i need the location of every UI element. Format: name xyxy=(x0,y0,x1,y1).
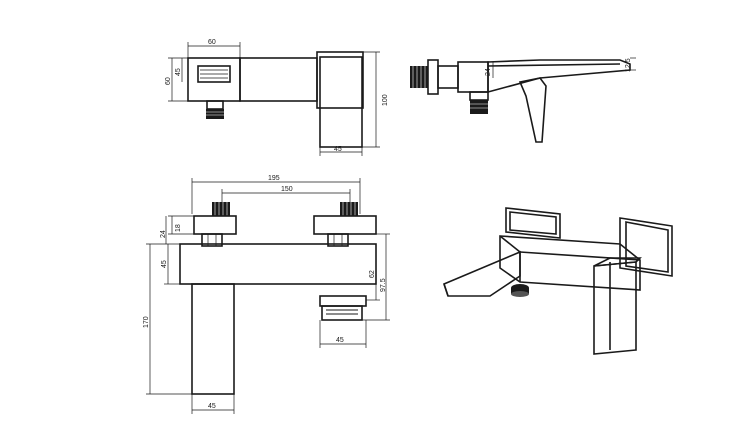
dim-front-outlet-height: 62 xyxy=(369,270,376,278)
side-view: 24 12.5 xyxy=(410,57,636,143)
isometric-body xyxy=(499,235,641,291)
front-view-outlet xyxy=(319,295,367,307)
front-view: 195 150 xyxy=(143,175,390,414)
left-inlet-thread xyxy=(212,202,230,216)
dim-front-outlet-total: 97.5 xyxy=(380,278,387,292)
dim-top-width: 60 xyxy=(208,39,216,46)
dim-front-lever-height: 170 xyxy=(143,316,150,328)
dim-side-spout-tip: 12.5 xyxy=(625,58,632,72)
top-view-spout xyxy=(316,51,364,109)
dim-front-lever-width: 45 xyxy=(208,403,216,410)
dim-front-centers: 150 xyxy=(281,186,293,193)
isometric-aerator xyxy=(511,284,529,297)
dim-top-inner: 45 xyxy=(175,68,182,76)
right-inlet-thread xyxy=(340,202,358,216)
dim-front-body-top: 24 xyxy=(160,230,167,238)
dim-front-nut: 18 xyxy=(175,224,182,232)
top-view-thread xyxy=(206,109,224,119)
dim-top-depth: 60 xyxy=(165,77,172,85)
front-view-lever xyxy=(191,283,235,395)
top-view-body xyxy=(187,57,241,102)
dim-front-outlet-width: 45 xyxy=(336,337,344,344)
dim-top-height: 100 xyxy=(382,94,389,106)
isometric-view xyxy=(443,207,673,355)
side-view-connector xyxy=(470,100,488,114)
left-nut xyxy=(201,233,223,247)
isometric-lever xyxy=(593,261,637,355)
top-view-connector xyxy=(206,100,224,110)
right-nut xyxy=(327,233,349,247)
side-view-thread xyxy=(410,66,428,88)
top-view-spout-lower xyxy=(319,56,363,148)
dim-front-overall: 195 xyxy=(268,175,280,182)
top-view-bar xyxy=(239,57,318,102)
right-flange xyxy=(313,215,377,235)
side-view-lever xyxy=(518,77,547,143)
front-view-body xyxy=(179,243,377,285)
top-view-inner xyxy=(197,65,231,83)
dim-side-depth: 24 xyxy=(485,68,492,76)
dim-top-spout-width: 45 xyxy=(334,146,342,153)
dim-front-body-height: 45 xyxy=(161,260,168,268)
top-view: 60 60 45 100 45 xyxy=(165,39,389,156)
left-flange xyxy=(193,215,237,235)
side-view-nut xyxy=(427,59,439,95)
side-view-body xyxy=(487,59,631,94)
